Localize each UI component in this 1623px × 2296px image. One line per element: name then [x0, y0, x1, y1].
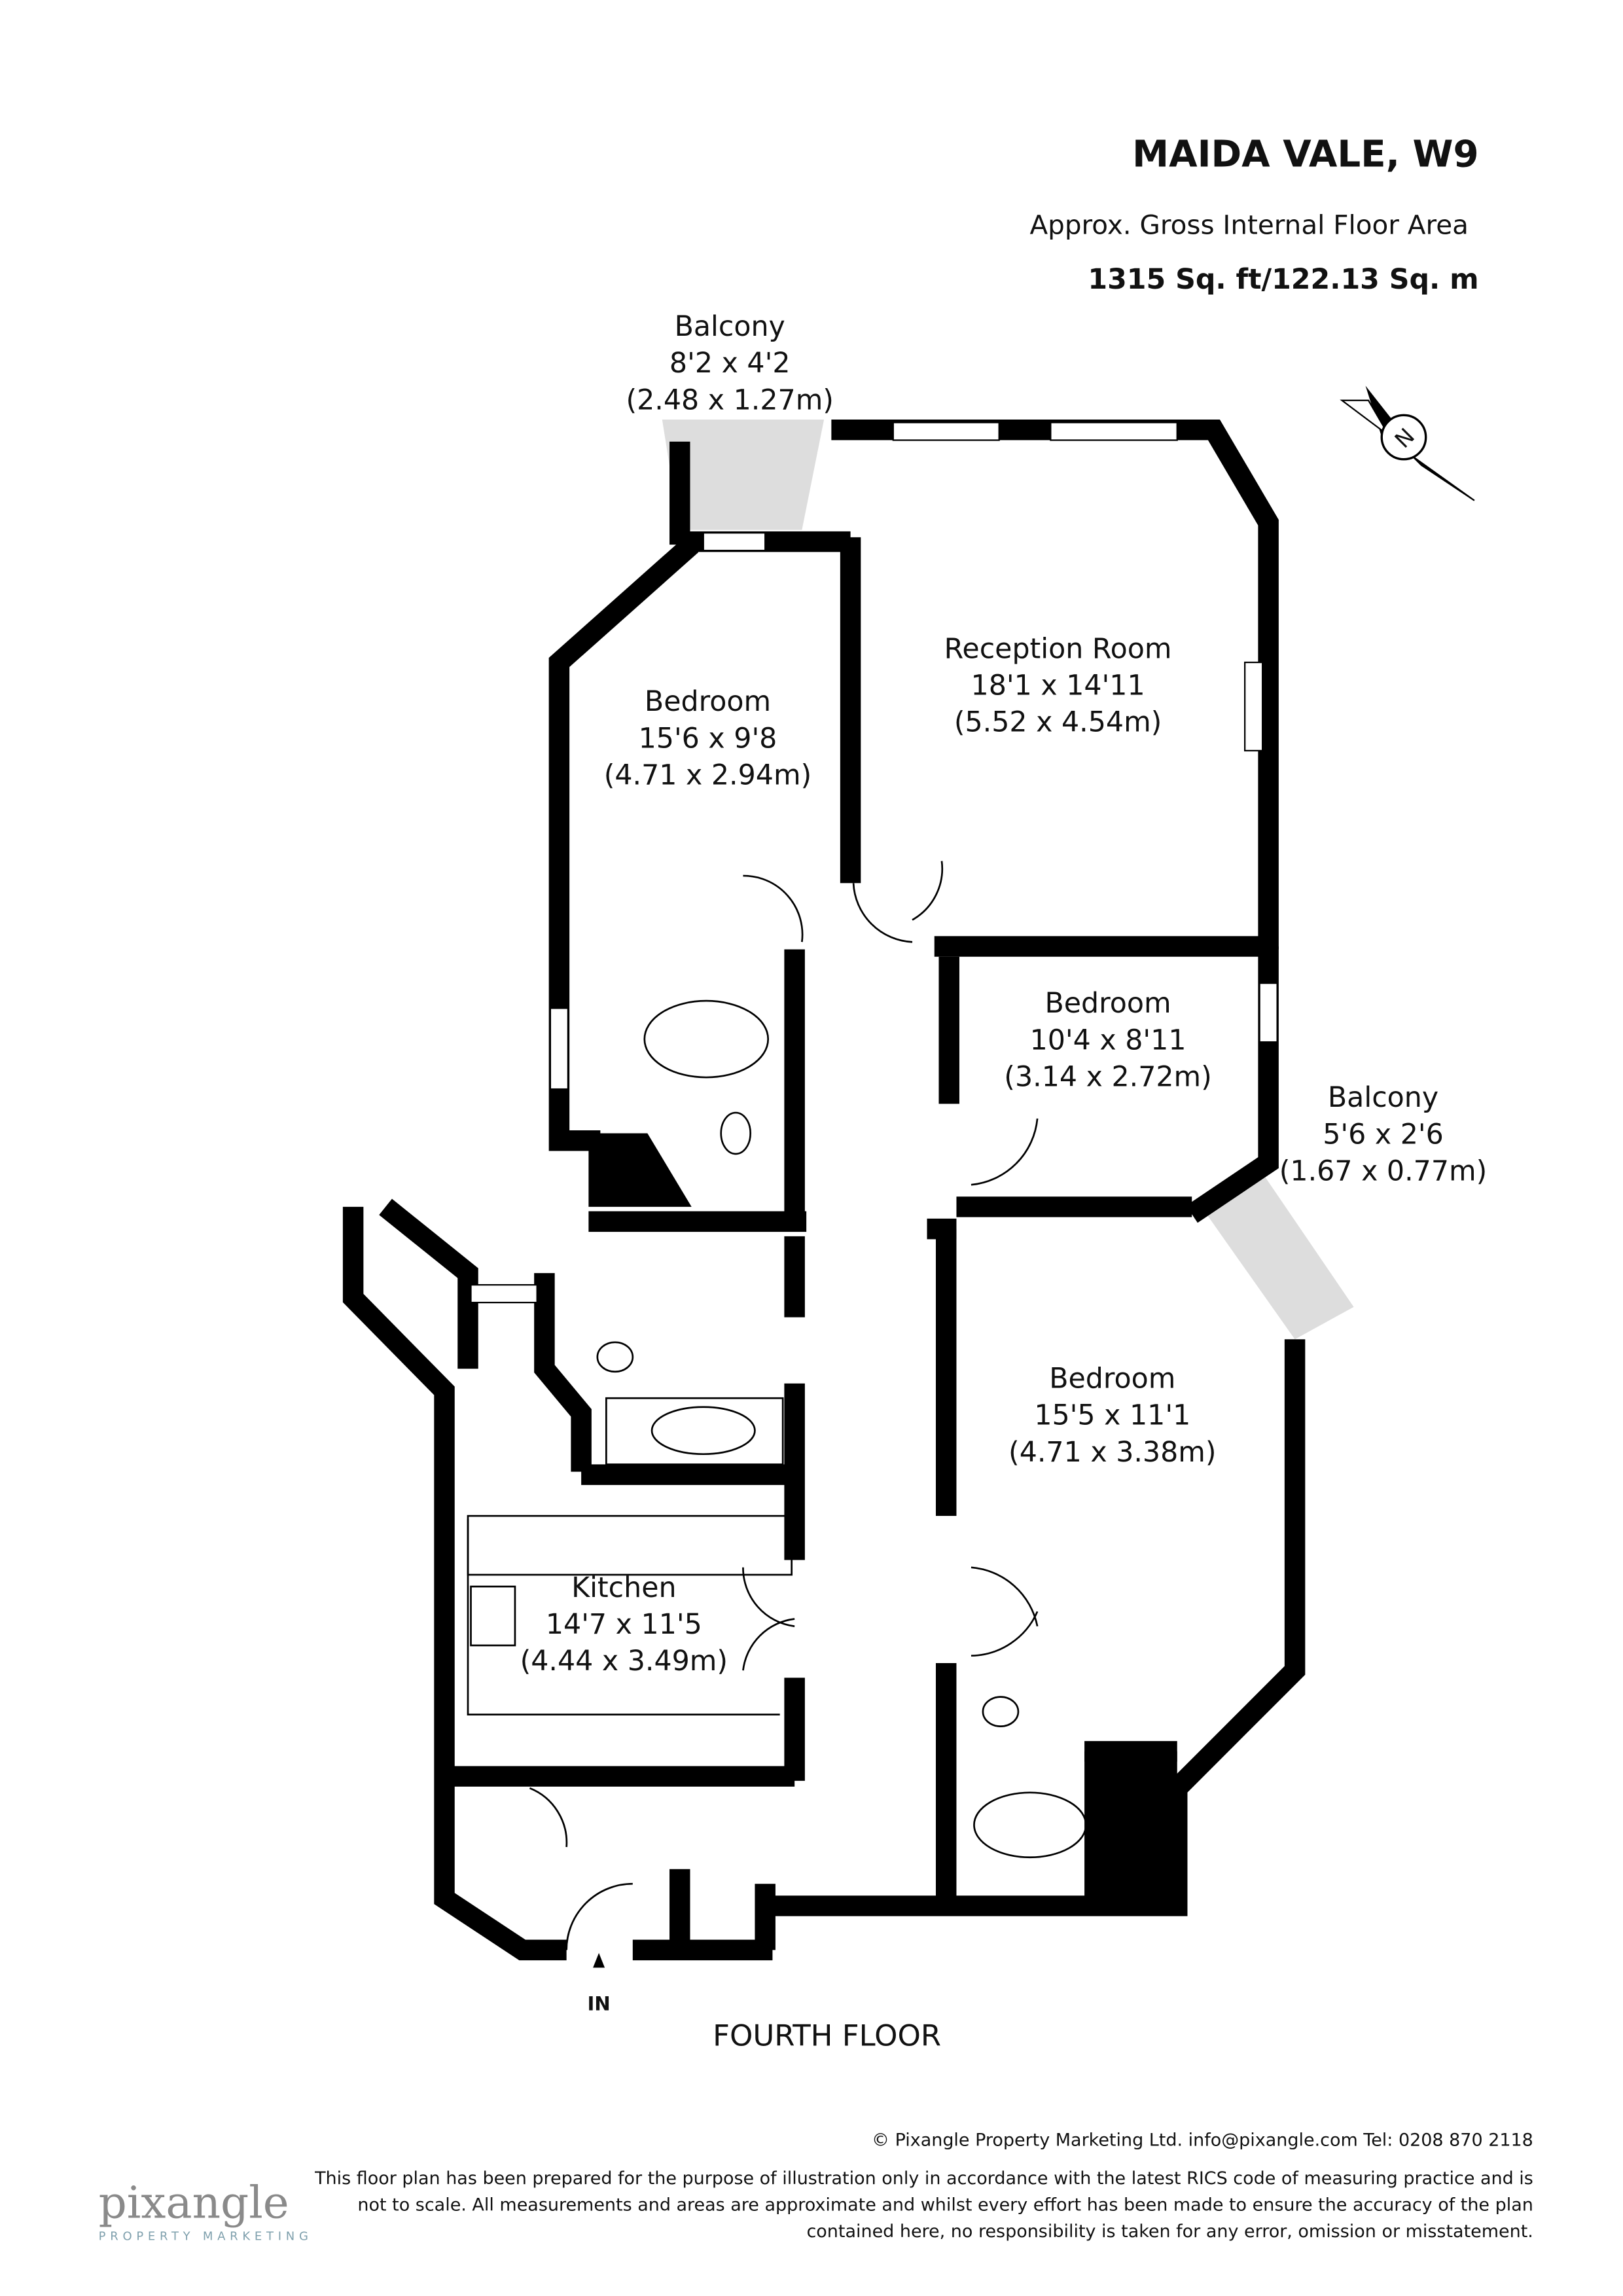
area-caption: Approx. Gross Internal Floor Area: [1030, 209, 1469, 241]
compass-icon: N: [1340, 386, 1475, 501]
svg-text:(2.48 x 1.27m): (2.48 x 1.27m): [626, 384, 834, 416]
room-balcony-right: Balcony 5'6 x 2'6 (1.67 x 0.77m): [1279, 1081, 1488, 1187]
svg-text:(4.71 x 3.38m): (4.71 x 3.38m): [1008, 1436, 1217, 1469]
svg-text:Balcony: Balcony: [1328, 1081, 1438, 1114]
svg-text:18'1 x 14'11: 18'1 x 14'11: [971, 669, 1145, 702]
svg-text:(1.67 x 0.77m): (1.67 x 0.77m): [1279, 1155, 1488, 1187]
room-bedroom-2: Bedroom 10'4 x 8'11 (3.14 x 2.72m): [1004, 987, 1212, 1093]
svg-text:Reception Room: Reception Room: [944, 632, 1172, 665]
svg-text:10'4 x 8'11: 10'4 x 8'11: [1030, 1024, 1186, 1056]
room-balcony-top: Balcony 8'2 x 4'2 (2.48 x 1.27m): [626, 310, 834, 416]
room-bedroom-1: Bedroom 15'6 x 9'8 (4.71 x 2.94m): [604, 685, 812, 791]
disclaimer-line-1: This floor plan has been prepared for th…: [314, 2168, 1533, 2189]
disclaimer-line-3: contained here, no responsibility is tak…: [806, 2221, 1533, 2242]
svg-text:Bedroom: Bedroom: [1049, 1362, 1175, 1395]
disclaimer-line-2: not to scale. All measurements and areas…: [357, 2195, 1533, 2215]
room-reception: Reception Room 18'1 x 14'11 (5.52 x 4.54…: [944, 632, 1172, 738]
svg-text:8'2 x 4'2: 8'2 x 4'2: [669, 347, 791, 380]
svg-text:(3.14 x 2.72m): (3.14 x 2.72m): [1004, 1061, 1212, 1094]
logo-wordmark: pixangle: [99, 2177, 289, 2229]
property-title: MAIDA VALE, W9: [1132, 133, 1478, 175]
svg-text:5'6 x 2'6: 5'6 x 2'6: [1323, 1118, 1444, 1151]
svg-text:Bedroom: Bedroom: [1044, 987, 1171, 1020]
svg-text:(5.52 x 4.54m): (5.52 x 4.54m): [954, 706, 1162, 739]
svg-text:Kitchen: Kitchen: [571, 1571, 677, 1604]
svg-text:(4.44 x 3.49m): (4.44 x 3.49m): [520, 1645, 728, 1677]
logo-tagline: PROPERTY MARKETING: [99, 2229, 313, 2243]
entrance-label: IN: [587, 1993, 610, 2015]
svg-text:15'6 x 9'8: 15'6 x 9'8: [639, 722, 777, 755]
fixtures: [467, 861, 1087, 1950]
balcony-right: [1206, 1177, 1354, 1340]
balcony-top: [662, 420, 825, 530]
svg-text:(4.71 x 2.94m): (4.71 x 2.94m): [604, 759, 812, 792]
svg-text:14'7 x 11'5: 14'7 x 11'5: [546, 1608, 702, 1641]
svg-text:Balcony: Balcony: [675, 310, 785, 343]
windows: [470, 422, 1278, 1304]
floor-label: FOURTH FLOOR: [713, 2018, 941, 2053]
floor-area: 1315 Sq. ft/122.13 Sq. m: [1088, 263, 1478, 296]
copyright: © Pixangle Property Marketing Ltd. info@…: [872, 2130, 1533, 2150]
room-kitchen: Kitchen 14'7 x 11'5 (4.44 x 3.49m): [520, 1571, 728, 1677]
svg-text:15'5 x 11'1: 15'5 x 11'1: [1034, 1399, 1190, 1432]
svg-text:Bedroom: Bedroom: [645, 685, 771, 718]
entrance-arrow-icon: [593, 1952, 605, 1968]
room-bedroom-3: Bedroom 15'5 x 11'1 (4.71 x 3.38m): [1008, 1362, 1217, 1468]
